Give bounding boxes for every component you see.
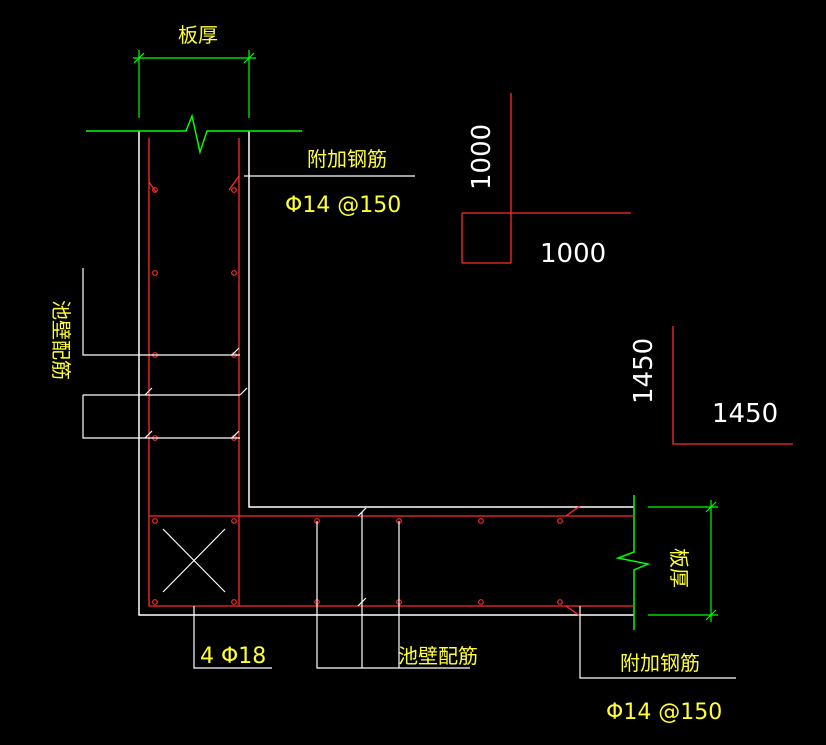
dim-1450-horizontal: 1450	[712, 399, 778, 429]
leader-wall-top	[82, 268, 240, 356]
label-additional-rebar-bottom: 附加钢筋	[620, 651, 700, 675]
dimension-numbers: 1000 1000 1450 1450	[467, 124, 778, 429]
dim-1000-horizontal: 1000	[540, 239, 606, 269]
label-slab-thickness-right: 板厚	[667, 548, 691, 588]
text-labels: 板厚 附加钢筋 Φ14 @150 池壁配筋 4 Φ18 池壁配筋 附加钢筋 Φ1…	[49, 23, 722, 725]
additional-rebar-bottom-hook	[565, 505, 581, 517]
label-wall-rebar-left: 池壁配筋	[49, 300, 73, 380]
rebar-cage	[148, 138, 634, 617]
leader-additional-bottom	[579, 606, 736, 679]
dimension-markers	[461, 93, 793, 445]
concrete-outline	[138, 131, 634, 616]
label-additional-rebar-bottom-spec: Φ14 @150	[606, 700, 722, 725]
label-additional-rebar-top: 附加钢筋	[307, 147, 387, 171]
leader-wall-bottom-left	[316, 521, 470, 669]
dim-1000-vertical: 1000	[467, 124, 497, 190]
label-corner-bars: 4 Φ18	[200, 644, 266, 669]
dim-1450-vertical: 1450	[629, 338, 659, 404]
leader-corner-bars	[193, 606, 272, 669]
leader-wall-bottom	[82, 395, 240, 439]
additional-rebar-top-hook	[228, 175, 240, 191]
rebar-dots	[152, 187, 563, 605]
leader-lines	[82, 175, 736, 679]
label-slab-thickness-top: 板厚	[178, 23, 218, 47]
break-lines	[86, 113, 651, 630]
dimension-lines	[133, 50, 718, 622]
right-break-line	[615, 495, 651, 630]
label-wall-rebar-bottom: 池壁配筋	[398, 644, 478, 668]
corner-column-cross	[162, 528, 226, 593]
outer-rebar	[148, 138, 634, 607]
label-additional-rebar-top-spec: Φ14 @150	[285, 193, 401, 218]
top-break-line	[86, 113, 302, 155]
